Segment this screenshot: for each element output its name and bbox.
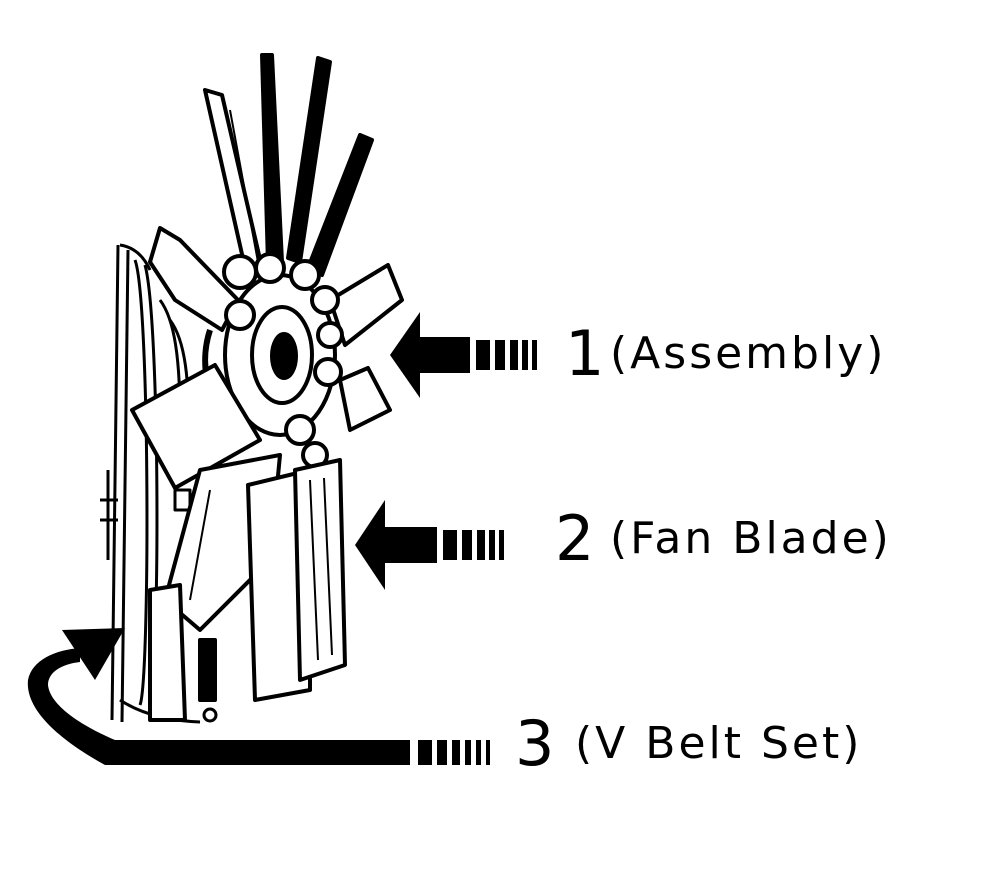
- callout-arrow-1: [390, 312, 537, 398]
- callout-2-number: 2: [555, 502, 594, 575]
- callout-3-label: (V Belt Set): [575, 718, 862, 769]
- callout-1-number: 1: [565, 317, 604, 390]
- callout-2: 2 (Fan Blade): [555, 502, 892, 575]
- fan-blade-top-2: [260, 53, 284, 266]
- callout-arrow-2: [355, 500, 504, 590]
- fan-blade-lower-left: [130, 363, 262, 490]
- fan-blade-top-1: [203, 88, 264, 274]
- callout-1-label: (Assembly): [610, 328, 886, 379]
- fan-blade-left: [148, 226, 240, 332]
- fan-blade-lower-3: [293, 458, 347, 682]
- fan-blade-top-4: [306, 133, 374, 277]
- callout-arrow-3: [27, 628, 490, 765]
- callout-2-label: (Fan Blade): [610, 513, 892, 564]
- fan-assembly-icon: [100, 53, 404, 724]
- callout-3-number: 3: [515, 707, 554, 780]
- callout-1: 1 (Assembly): [565, 317, 886, 390]
- callout-3: 3 (V Belt Set): [515, 707, 862, 780]
